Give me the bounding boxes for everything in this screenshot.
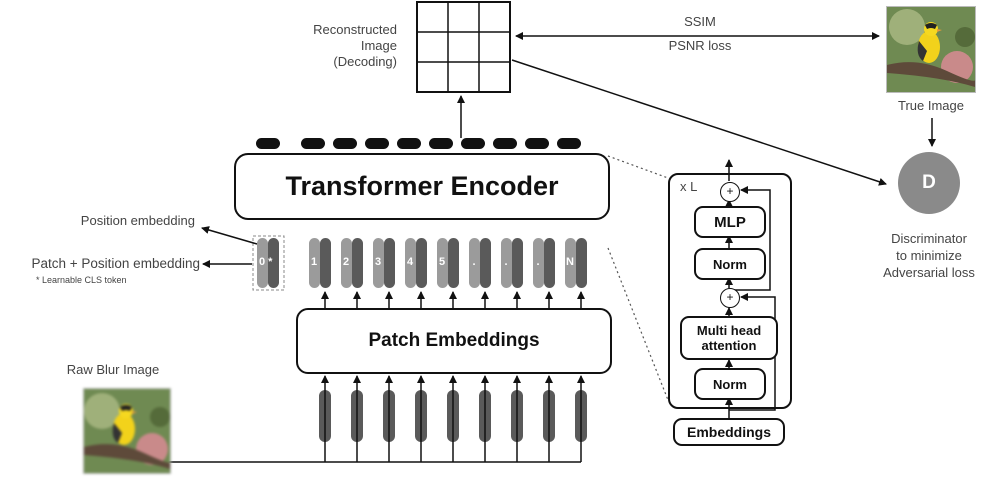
true-image [886, 6, 976, 93]
patch-embeddings-label: Patch Embeddings [368, 330, 540, 351]
discriminator-letter: D [922, 172, 936, 193]
reconstructed-image-label: Reconstructed Image (Decoding) [313, 22, 397, 69]
discriminator-circle: D [898, 152, 960, 214]
embedded-tokens [257, 238, 587, 288]
true-image-label: True Image [898, 98, 964, 113]
mlp-box: MLP [694, 206, 766, 238]
token-label-n: N [566, 256, 574, 268]
position-embedding-label: Position embedding [80, 213, 195, 228]
token-label-2: 2 [342, 256, 350, 268]
norm-top-box: Norm [694, 248, 766, 280]
token-label-5: 5 [438, 256, 446, 268]
embeddings-box: Embeddings [673, 418, 785, 446]
patch-position-embedding-label: Patch + Position embedding [31, 256, 201, 271]
norm-bottom-label: Norm [713, 376, 747, 392]
transformer-encoder-box: Transformer Encoder [234, 153, 610, 220]
token-label-4: 4 [406, 256, 414, 268]
psnr-loss-label: PSNR loss [668, 38, 732, 53]
token-label-8: . [536, 256, 540, 268]
norm-bottom-box: Norm [694, 368, 766, 400]
transformer-encoder-label: Transformer Encoder [285, 171, 559, 201]
token-label-6: . [472, 256, 476, 268]
cls-dashed-box [252, 235, 285, 291]
repeat-count-label: x L [680, 179, 698, 194]
encoder-block-outline [668, 173, 792, 409]
token-label-3: 3 [374, 256, 382, 268]
discriminator-label: Discriminator to minimize Adversarial lo… [883, 231, 975, 280]
to-discriminator-arrow [511, 59, 887, 186]
cls-token-label: 0 * [259, 256, 273, 268]
bird-image-true [887, 7, 975, 92]
input-patch-arrows [321, 375, 585, 462]
residual-add-bottom: + [720, 288, 740, 308]
mlp-label: MLP [714, 213, 746, 231]
reconstructed-image-grid [416, 1, 511, 93]
bird-image-blur [84, 389, 170, 473]
patch-embeddings-box: Patch Embeddings [296, 308, 612, 374]
token-label-7: . [504, 256, 508, 268]
token-label-1: 1 [310, 256, 318, 268]
raw-blur-image [83, 388, 171, 474]
residual-add-top: + [720, 182, 740, 202]
output-tokens [256, 138, 581, 149]
cls-token-note: * Learnable CLS token [36, 275, 127, 285]
position-embedding-arrow [201, 226, 258, 245]
patch-up-arrows [321, 291, 585, 308]
norm-top-label: Norm [713, 256, 747, 272]
raw-blur-image-label: Raw Blur Image [66, 362, 160, 377]
ssim-label: SSIM [684, 14, 716, 29]
embeddings-label: Embeddings [686, 423, 771, 440]
